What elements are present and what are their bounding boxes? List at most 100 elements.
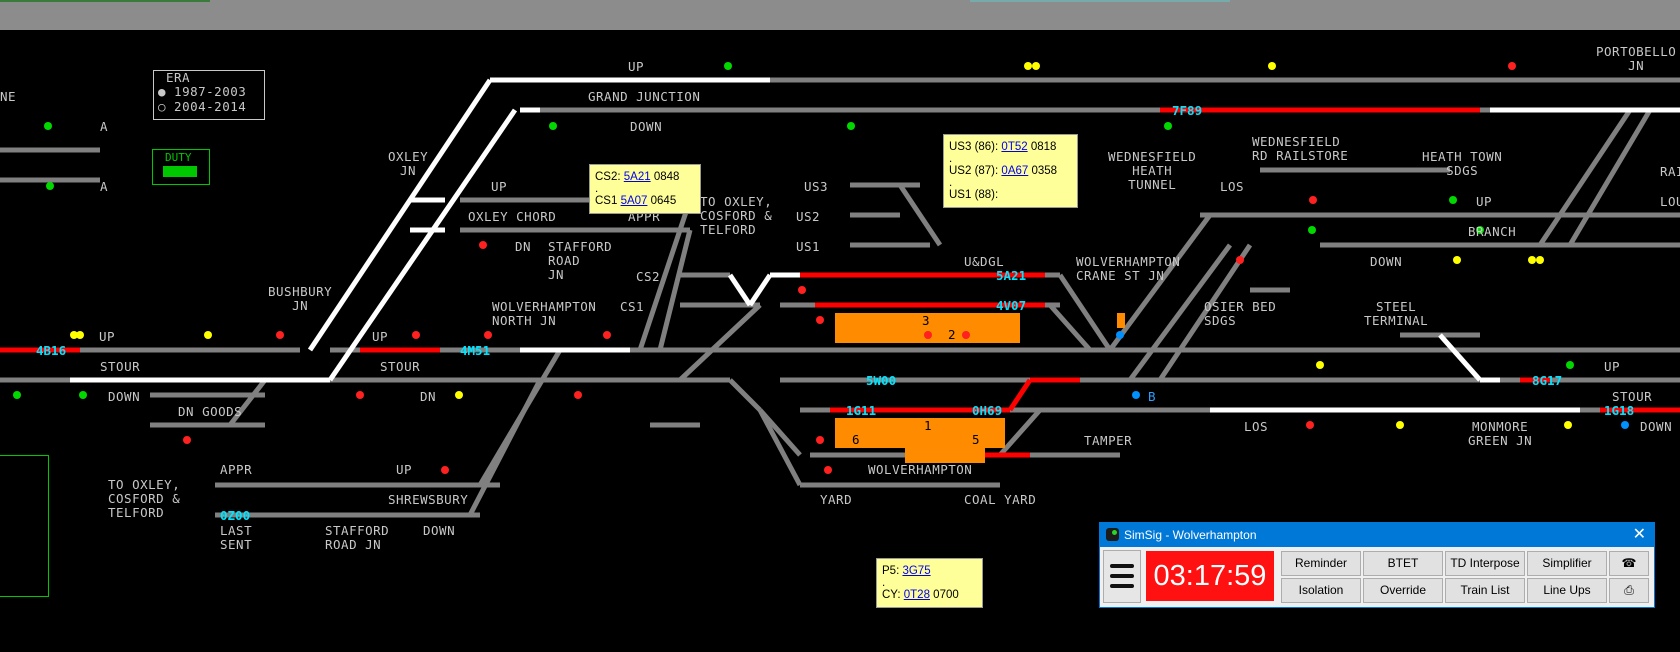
btet-button[interactable]: BTET xyxy=(1363,551,1443,576)
isolation-button[interactable]: Isolation xyxy=(1281,578,1361,603)
td-berth[interactable]: 1G11 xyxy=(846,403,877,418)
label-up: UP xyxy=(628,59,645,74)
era-option-2004[interactable]: ○ 2004-2014 xyxy=(158,99,247,114)
tooltip-p5: P5: 3G75 . CY: 0T28 0700 xyxy=(876,558,983,608)
simplifier-button[interactable]: Simplifier xyxy=(1527,551,1607,576)
green-box xyxy=(0,455,49,597)
label-dn: DN xyxy=(420,389,437,404)
label-up: UP xyxy=(396,462,413,477)
label-monmore: MONMORE GREEN JN xyxy=(1468,419,1533,448)
td-berth[interactable]: 0H69 xyxy=(972,403,1003,418)
td-berth[interactable]: 5W00 xyxy=(866,373,897,388)
headcode-link[interactable]: 5A21 xyxy=(623,171,651,183)
label-down: DOWN xyxy=(1640,419,1673,434)
label-down: DOWN xyxy=(630,119,663,134)
menu-button[interactable] xyxy=(1103,550,1141,603)
label-down: DOWN xyxy=(423,523,456,538)
duty-bar xyxy=(163,166,197,177)
label-los: LOS xyxy=(1244,419,1269,434)
label-cs1: CS1 xyxy=(620,299,645,314)
printer-icon[interactable]: ⎙ xyxy=(1609,578,1649,603)
td-berth[interactable]: 4B16 xyxy=(36,343,67,358)
reminder-button[interactable]: Reminder xyxy=(1281,551,1361,576)
label-to-oxley: TO OXLEY, COSFORD & TELFORD xyxy=(700,194,773,237)
label-up: UP xyxy=(1476,194,1493,209)
td-berth[interactable]: 8G17 xyxy=(1532,373,1563,388)
panel-title: SimSig - Wolverhampton xyxy=(1124,528,1257,542)
sim-clock[interactable]: 03:17:59 xyxy=(1146,551,1274,601)
headcode-link[interactable]: 0A67 xyxy=(1001,165,1029,177)
label-stafford-road-jn: STAFFORD ROAD JN xyxy=(325,523,390,552)
headcode-link[interactable]: 0T52 xyxy=(1001,141,1028,153)
label-up: UP xyxy=(491,179,508,194)
titlebar-accent xyxy=(0,0,210,2)
label-stour: STOUR xyxy=(380,359,421,374)
duty-label: DUTY xyxy=(165,151,192,164)
tip-time: 0818 xyxy=(1030,141,1057,153)
label-ne: NE xyxy=(0,89,17,104)
signalling-diagram[interactable]: ERA ● 1987-2003 ○ 2004-2014 DUTY NE OXLE… xyxy=(0,30,1680,652)
label-wolverhampton: WOLVERHAMPTON xyxy=(868,462,973,477)
label-coal-yard: COAL YARD xyxy=(964,492,1037,507)
tip-label: US3 (86): xyxy=(949,141,999,153)
td-berth[interactable]: 1G18 xyxy=(1604,403,1635,418)
close-icon[interactable]: ✕ xyxy=(1632,526,1646,543)
label-stafford-road: STAFFORD ROAD JN xyxy=(548,239,613,282)
label-osier-bed: OSIER BED SDGS xyxy=(1204,299,1277,328)
duty-indicator[interactable]: DUTY xyxy=(152,149,210,185)
phone-icon[interactable]: ☎ xyxy=(1609,551,1649,576)
label-portobello: PORTOBELLO JN xyxy=(1596,44,1677,73)
label-shrewsbury: SHREWSBURY xyxy=(388,492,469,507)
titlebar-accent xyxy=(970,0,1230,2)
platform-3: 3 xyxy=(922,313,931,328)
label-oxley-jn: OXLEY JN xyxy=(388,149,429,178)
platform-5: 5 xyxy=(972,432,981,447)
label-appr: APPR xyxy=(220,462,253,477)
label-heath-town: HEATH TOWN SDGS xyxy=(1422,149,1503,178)
label-cs2: CS2 xyxy=(636,269,661,284)
tip-label: CY: xyxy=(882,589,901,601)
label-wolv-crane: WOLVERHAMPTON CRANE ST JN xyxy=(1076,254,1181,283)
line-ups-button[interactable]: Line Ups xyxy=(1527,578,1607,603)
label-b: B xyxy=(1148,389,1157,404)
td-berth[interactable]: 4M51 xyxy=(460,343,491,358)
tip-time: 0645 xyxy=(650,195,677,207)
tip-time: 0848 xyxy=(653,171,680,183)
label-up: UP xyxy=(372,329,389,344)
label-yard: YARD xyxy=(820,492,853,507)
tip-time: 0700 xyxy=(933,589,959,601)
era-title: ERA xyxy=(166,70,191,85)
label-steel-terminal: STEEL TERMINAL xyxy=(1364,299,1429,328)
tooltip-cs: CS2: 5A21 0848 . CS1 5A07 0645 xyxy=(589,164,701,214)
headcode-link[interactable]: 0T28 xyxy=(903,589,930,601)
label-dn: DN xyxy=(515,239,532,254)
label-a: A xyxy=(100,179,109,194)
tip-label: CS2: xyxy=(595,171,621,183)
label-to-oxley: TO OXLEY, COSFORD & TELFORD xyxy=(108,477,181,520)
tip-label: US2 (87): xyxy=(949,165,999,177)
label-a: A xyxy=(100,119,109,134)
tip-label: P5: xyxy=(882,565,900,577)
label-stour: STOUR xyxy=(1612,389,1653,404)
label-wednesfield-rd: WEDNESFIELD RD RAILSTORE xyxy=(1252,134,1349,163)
tip-label: US1 (88): xyxy=(949,189,999,201)
simsig-panel[interactable]: SimSig - Wolverhampton ✕ 03:17:59 Remind… xyxy=(1099,522,1655,608)
panel-titlebar[interactable]: SimSig - Wolverhampton ✕ xyxy=(1100,523,1654,547)
td-interpose-button[interactable]: TD Interpose xyxy=(1445,551,1525,576)
td-last-sent[interactable]: 0Z00 xyxy=(220,508,251,523)
td-berth[interactable]: 5A21 xyxy=(996,268,1027,283)
tip-time: 0358 xyxy=(1031,165,1058,177)
label-down: DOWN xyxy=(108,389,141,404)
override-button[interactable]: Override xyxy=(1363,578,1443,603)
headcode-link[interactable]: 5A07 xyxy=(620,195,648,207)
td-berth[interactable]: 7F89 xyxy=(1172,103,1203,118)
label-up: UP xyxy=(1604,359,1621,374)
td-berth[interactable]: 4V07 xyxy=(996,298,1027,313)
train-list-button[interactable]: Train List xyxy=(1445,578,1525,603)
era-option-1987[interactable]: ● 1987-2003 xyxy=(158,84,247,99)
era-selector[interactable]: ERA ● 1987-2003 ○ 2004-2014 xyxy=(153,70,265,120)
headcode-link[interactable]: 3G75 xyxy=(902,565,931,577)
tip-label: CS1 xyxy=(595,195,618,207)
label-bushbury: BUSHBURY JN xyxy=(268,284,333,313)
track-layout xyxy=(0,62,1680,518)
